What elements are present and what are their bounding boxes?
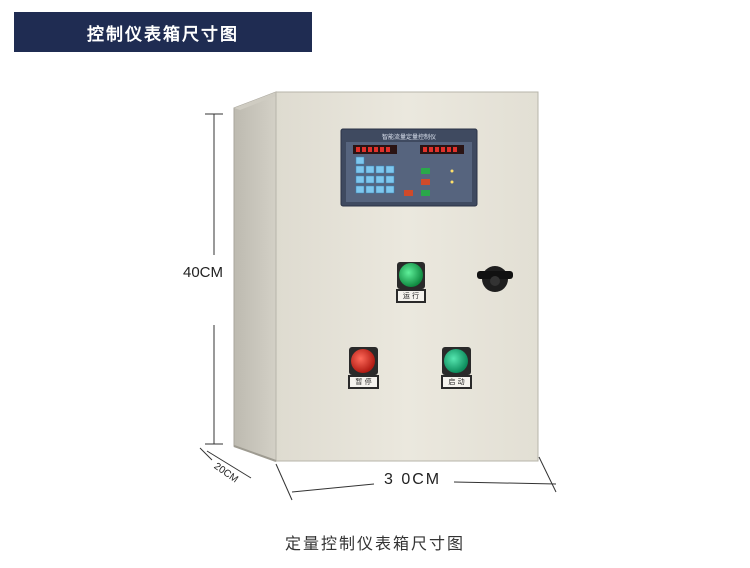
run-label: 运 行	[402, 292, 420, 300]
image-caption: 定量控制仪表箱尺寸图	[284, 534, 465, 553]
depth-dimension-line	[199, 447, 252, 479]
pause-label: 暂 停	[355, 378, 372, 386]
start-label: 启 动	[448, 378, 465, 386]
selector-switch[interactable]	[477, 266, 513, 292]
controller-keypad[interactable]	[355, 165, 395, 194]
display-left-digits	[356, 147, 390, 152]
start-indicator-button[interactable]	[442, 347, 471, 375]
keypad-enter-key[interactable]	[355, 156, 365, 165]
height-dimension-label: 40CM	[183, 264, 224, 281]
header-banner: 控制仪表箱尺寸图	[14, 12, 312, 52]
display-right-digits	[423, 147, 457, 152]
width-dimension-label: 3 0CM	[384, 471, 442, 488]
width-dimension-line	[275, 456, 557, 501]
height-dimension-line	[205, 113, 223, 445]
header-title: 控制仪表箱尺寸图	[87, 24, 239, 45]
cabinet-side	[233, 91, 277, 462]
cabinet-bottom-edge	[233, 445, 277, 462]
controller-title: 智能流量定量控制仪	[381, 134, 436, 141]
controller-indicator-leds	[450, 169, 454, 184]
controller-function-keys[interactable]	[404, 168, 430, 196]
pause-indicator-button[interactable]	[349, 347, 378, 375]
run-indicator-button[interactable]	[397, 262, 425, 289]
cabinet-top	[234, 92, 276, 110]
